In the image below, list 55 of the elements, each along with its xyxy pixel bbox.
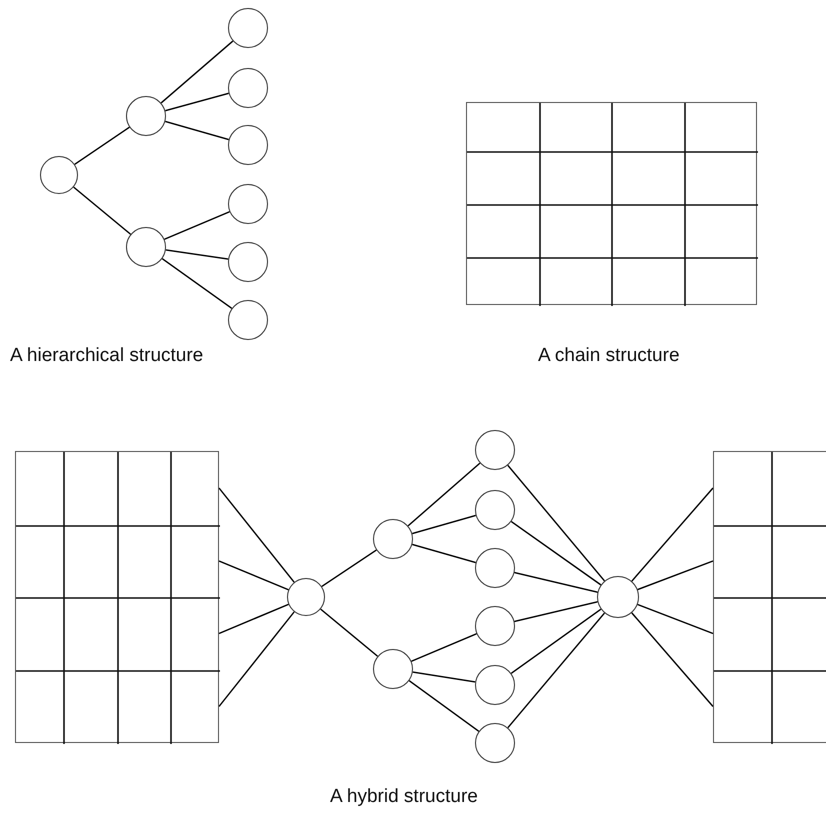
circle-node xyxy=(475,665,515,705)
circle-node xyxy=(475,723,515,763)
grid-node xyxy=(713,451,826,743)
connector-line xyxy=(631,612,714,707)
grid-node xyxy=(15,451,219,743)
connector-line xyxy=(507,464,606,582)
circle-node xyxy=(40,156,78,194)
connector-line xyxy=(320,608,378,657)
circle-node xyxy=(126,96,166,136)
connector-line xyxy=(412,544,476,564)
circle-node xyxy=(597,576,639,618)
connector-line xyxy=(514,572,598,593)
connector-line xyxy=(74,126,130,165)
circle-node xyxy=(373,519,413,559)
caption-text: A hybrid structure xyxy=(330,786,478,808)
caption-text: A hierarchical structure xyxy=(10,345,204,367)
connector-line xyxy=(218,488,295,583)
connector-line xyxy=(510,608,602,674)
connector-line xyxy=(631,488,714,582)
connector-line xyxy=(165,92,229,112)
connector-line xyxy=(412,514,476,534)
connector-line xyxy=(73,186,132,235)
circle-node xyxy=(475,490,515,530)
connector-line xyxy=(637,560,714,590)
circle-node xyxy=(228,300,268,340)
circle-node xyxy=(475,430,515,470)
circle-node xyxy=(475,606,515,646)
connector-line xyxy=(218,604,289,634)
connector-line xyxy=(411,633,477,662)
circle-node xyxy=(228,242,268,282)
connector-line xyxy=(637,604,714,634)
connector-line xyxy=(510,520,602,586)
connector-line xyxy=(321,550,377,588)
grid-node xyxy=(466,102,757,305)
connector-line xyxy=(218,611,295,707)
circle-node xyxy=(228,8,268,48)
circle-node xyxy=(126,227,166,267)
circle-node xyxy=(228,68,268,108)
connector-line xyxy=(514,601,598,622)
caption-text: A chain structure xyxy=(538,345,680,367)
connector-line xyxy=(412,671,476,683)
connector-line xyxy=(218,560,289,590)
connector-line xyxy=(166,249,228,260)
connector-line xyxy=(164,211,230,240)
connector-line xyxy=(165,120,229,140)
connector-line xyxy=(160,40,234,104)
circle-node xyxy=(475,548,515,588)
connector-line xyxy=(408,680,480,732)
connector-line xyxy=(507,612,605,728)
circle-node xyxy=(287,578,325,616)
circle-node xyxy=(228,125,268,165)
connector-line xyxy=(162,258,232,309)
circle-node xyxy=(373,649,413,689)
circle-node xyxy=(228,184,268,224)
connector-line xyxy=(408,462,480,526)
